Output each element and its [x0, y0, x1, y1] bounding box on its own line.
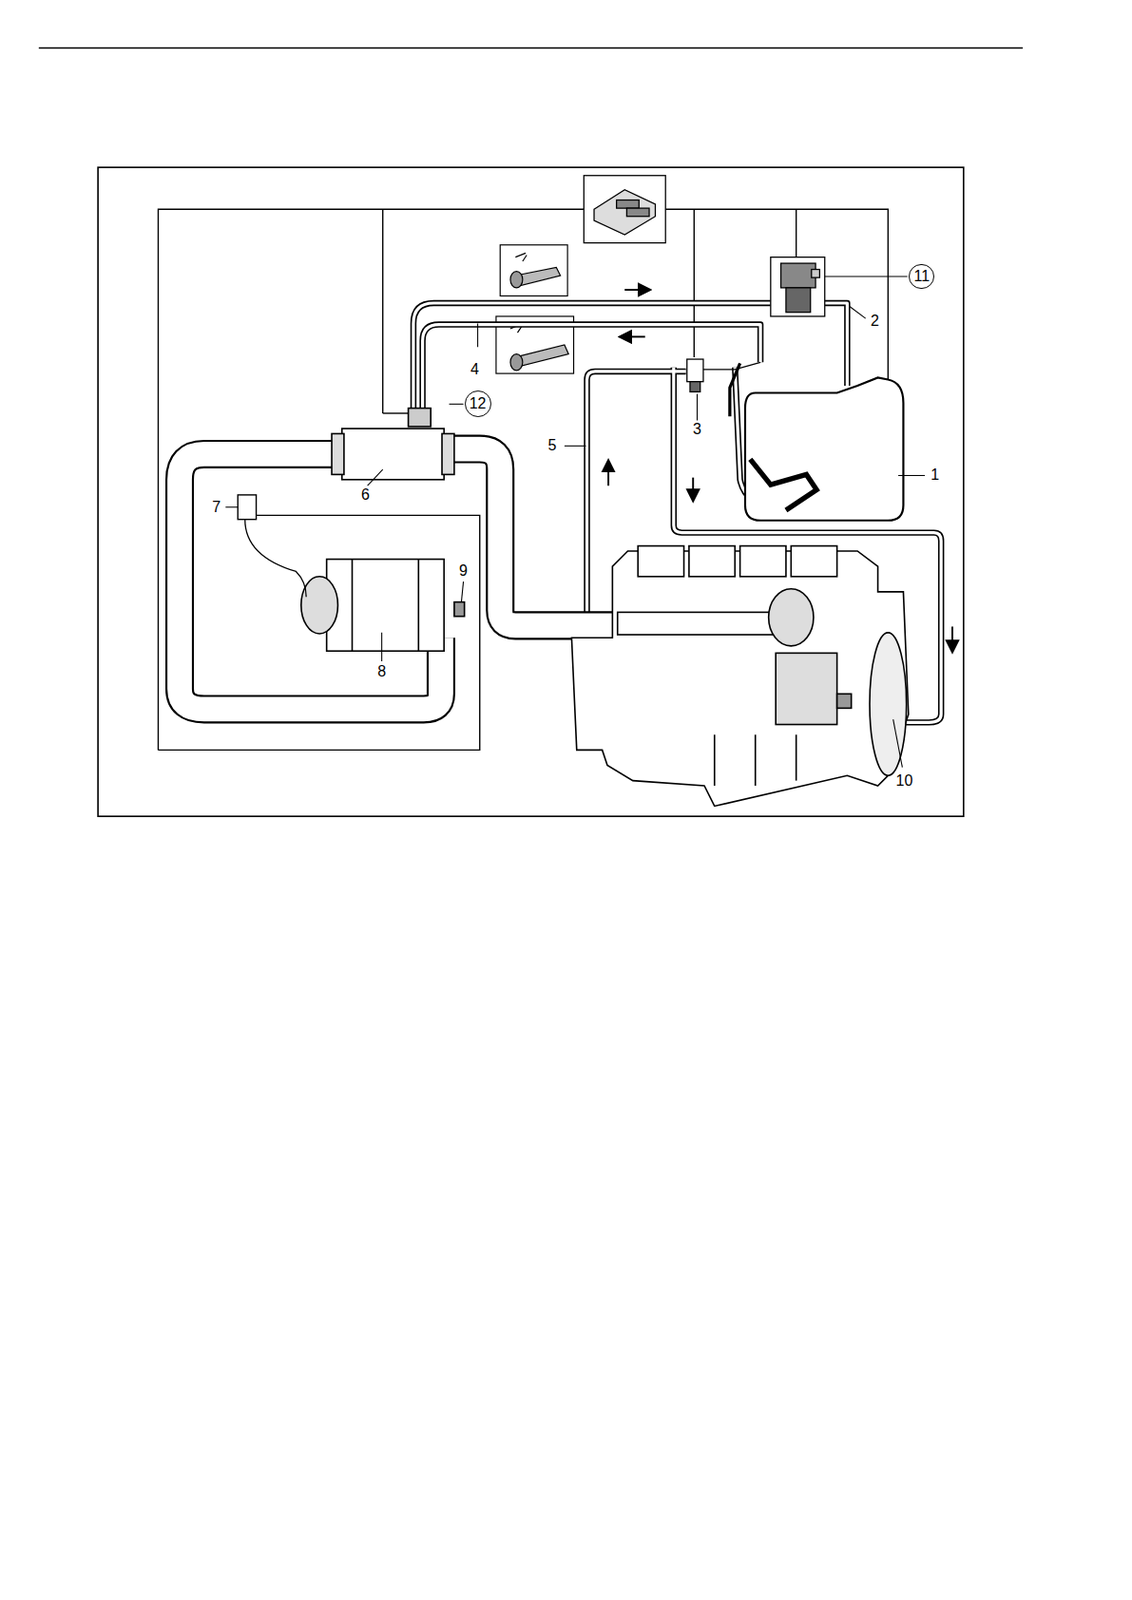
- callout-circle: 11: [908, 264, 935, 290]
- callout-circle: 12: [464, 390, 492, 418]
- callout-number: 11: [913, 268, 930, 285]
- callout-number: 12: [469, 396, 487, 412]
- callout-number: 7: [210, 498, 223, 517]
- callout-number: 10: [894, 772, 916, 790]
- callout-number: 5: [546, 437, 559, 455]
- callout-number: 8: [375, 663, 388, 681]
- callout-number: 4: [468, 361, 481, 379]
- callout-number: 1: [928, 466, 941, 484]
- callout-number: 3: [690, 421, 704, 439]
- callout-number: 9: [457, 562, 470, 580]
- callout-number: 2: [868, 312, 882, 330]
- callout-number: 6: [359, 486, 372, 504]
